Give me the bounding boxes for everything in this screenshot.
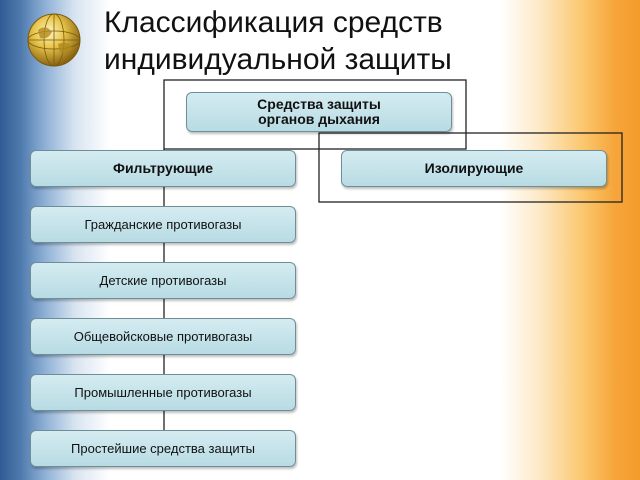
root-frame <box>163 79 467 150</box>
children-gas-masks-box: Детские противогазы <box>30 262 296 299</box>
respiratory-protection-line-1: Средства защиты <box>257 96 381 112</box>
globe-icon <box>27 13 81 67</box>
filtering-box: Фильтрующие <box>30 150 296 187</box>
page-title-line-1: Классификация средств <box>104 6 443 39</box>
industrial-gas-masks-box: Промышленные противогазы <box>30 374 296 411</box>
page-title: Классификация средств индивидуальной защ… <box>104 4 624 78</box>
isolating-frame <box>318 132 623 203</box>
simple-protection-box: Простейшие средства защиты <box>30 430 296 467</box>
isolating-box: Изолирующие <box>341 150 607 187</box>
respiratory-protection-box: Средства защиты органов дыхания <box>186 92 452 132</box>
page-title-line-2: индивидуальной защиты <box>104 43 452 76</box>
military-gas-masks-box: Общевойсковые противогазы <box>30 318 296 355</box>
civil-gas-masks-box: Гражданские противогазы <box>30 206 296 243</box>
respiratory-protection-line-2: органов дыхания <box>258 111 380 127</box>
